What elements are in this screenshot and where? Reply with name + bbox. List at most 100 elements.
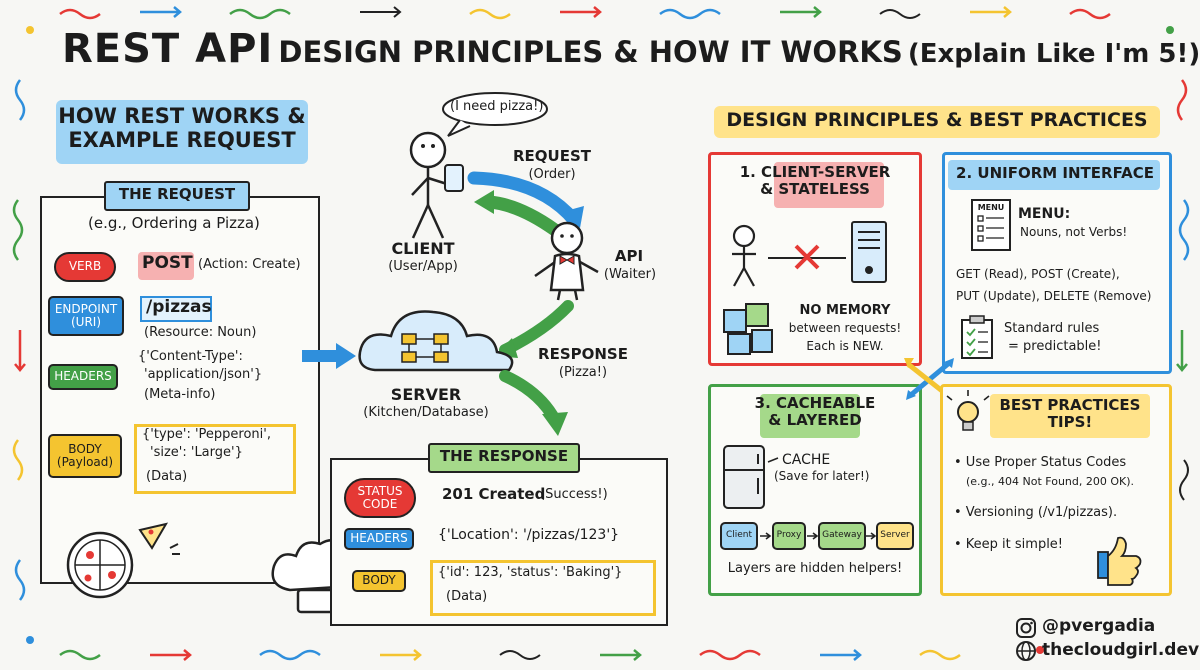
response-body-value: {'id': 123, 'status': 'Baking'}: [438, 565, 623, 580]
tip-versioning: • Versioning (/v1/pizzas).: [954, 505, 1118, 520]
p1-person-icon: [732, 224, 756, 287]
status-note: (Success!): [540, 487, 608, 502]
p3-title: 3. CACHEABLE & LAYERED: [712, 394, 918, 430]
p1-title-highlight: [774, 162, 884, 208]
title-tagline: (Explain Like I'm 5!): [907, 39, 1200, 69]
client-figure-icon: [409, 131, 448, 239]
request-sub: (Order): [528, 167, 576, 182]
title-sub: DESIGN PRINCIPLES & HOW IT WORKS: [278, 35, 903, 69]
tip-status-codes-sub: (e.g., 404 Not Found, 200 OK).: [966, 475, 1135, 488]
body-tag: BODY (Payload): [48, 434, 122, 478]
endpoint-note: (Resource: Noun): [144, 325, 257, 340]
title: REST API DESIGN PRINCIPLES & HOW IT WORK…: [62, 26, 1200, 72]
p3-cache-note: (Save for later!): [774, 469, 870, 483]
status-tag-line1: STATUS: [357, 483, 403, 498]
tip-status-codes: • Use Proper Status Codes: [954, 455, 1127, 470]
verb-value-highlight: [138, 252, 194, 280]
p3-cache-label: CACHE: [782, 452, 831, 468]
p2-menu-label: MENU:: [1018, 206, 1071, 222]
request-subtitle: (e.g., Ordering a Pizza): [88, 214, 260, 232]
request-body-box: [134, 424, 296, 494]
server-sub: (Kitchen/Database): [363, 405, 489, 420]
p2-title-highlight: [948, 160, 1160, 190]
request-body-line1: {'type': 'Pepperoni',: [142, 427, 271, 442]
left-heading-line2: EXAMPLE REQUEST: [68, 128, 296, 153]
endpoint-value-box: [140, 296, 212, 322]
request-headers-note: (Meta-info): [144, 387, 216, 402]
left-heading-line1: HOW REST WORKS &: [58, 104, 306, 128]
p1-server-tower-icon: [851, 221, 887, 283]
footer-site: thecloudgirl.dev: [1042, 640, 1200, 660]
p1-cross-icon: [794, 244, 820, 270]
p1-title-line1: 1. CLIENT-SERVER: [739, 163, 891, 181]
response-label: RESPONSE: [538, 345, 628, 363]
layer-client: Client: [720, 522, 758, 550]
response-headers-tag: HEADERS: [344, 528, 414, 550]
body-tag-line2: (Payload): [56, 455, 114, 469]
api-label: API: [614, 247, 644, 265]
response-title-box: [428, 443, 580, 473]
api-sub: (Waiter): [603, 267, 657, 282]
headers-tag: HEADERS: [48, 364, 118, 390]
p2-menu-note: Nouns, not Verbs!: [1020, 225, 1128, 239]
p3-layers-note: Layers are hidden helpers!: [727, 561, 903, 576]
request-body-line2: 'size': 'Large'}: [150, 445, 243, 460]
layer-gateway: Gateway: [818, 522, 866, 550]
p2-methods-line1: GET (Read), POST (Create),: [956, 267, 1120, 281]
p1-note-line2: between requests!: [788, 321, 902, 335]
p3-title-line1: 3. CACHEABLE: [754, 394, 876, 412]
title-main: REST API: [62, 26, 274, 72]
status-tag-line2: CODE: [362, 497, 398, 511]
response-title: THE RESPONSE: [439, 447, 569, 465]
p3-title-highlight: [760, 394, 860, 438]
tips-title-line1: BEST PRACTICES: [999, 396, 1141, 414]
right-heading-highlight: [714, 106, 1160, 138]
p3-title-line2: & LAYERED: [768, 411, 862, 430]
request-label: REQUEST: [512, 147, 591, 165]
tips-title-highlight: [990, 394, 1150, 438]
left-heading: HOW REST WORKS & EXAMPLE REQUEST: [56, 104, 308, 152]
request-title-box: [104, 181, 250, 211]
endpoint-tag-line1: ENDPOINT: [54, 301, 118, 316]
phone-icon: [444, 164, 464, 192]
request-body-note: (Data): [146, 469, 188, 484]
left-heading-highlight: [56, 100, 308, 164]
endpoint-value: /pizzas: [146, 297, 212, 317]
status-value: 201 Created: [442, 485, 546, 503]
right-heading: DESIGN PRINCIPLES & BEST PRACTICES: [726, 109, 1148, 131]
instagram-icon: [1016, 618, 1036, 638]
p2-rules-line2: = predictable!: [1008, 339, 1102, 354]
status-code-tag: STATUS CODE: [344, 478, 416, 518]
response-body-note: (Data): [446, 589, 488, 604]
request-headers-line1: {'Content-Type':: [138, 349, 243, 364]
layer-server: Server: [876, 522, 914, 550]
response-headers-value: {'Location': '/pizzas/123'}: [438, 527, 620, 543]
api-waiter-icon: [534, 221, 599, 301]
tip-keep-simple: • Keep it simple!: [954, 537, 1064, 552]
verb-note: (Action: Create): [198, 257, 301, 272]
server-cloud-icon: [358, 310, 514, 372]
response-sub: (Pizza!): [558, 365, 608, 380]
response-body-box: [430, 560, 656, 616]
p1-title: 1. CLIENT-SERVER & STATELESS: [714, 163, 916, 199]
p1-title-line2: & STATELESS: [760, 180, 870, 199]
tips-title-line2: TIPS!: [1047, 413, 1093, 432]
server-label: SERVER: [390, 385, 462, 404]
p2-rules-line1: Standard rules: [1004, 321, 1100, 336]
puzzle-icon: [723, 303, 773, 355]
request-title: THE REQUEST: [118, 185, 236, 203]
verb-value: POST: [142, 253, 193, 273]
client-sub: (User/App): [388, 259, 458, 274]
client-label: CLIENT: [391, 239, 455, 258]
p2-methods-line2: PUT (Update), DELETE (Remove): [956, 289, 1152, 303]
p2-title: 2. UNIFORM INTERFACE: [956, 164, 1154, 182]
